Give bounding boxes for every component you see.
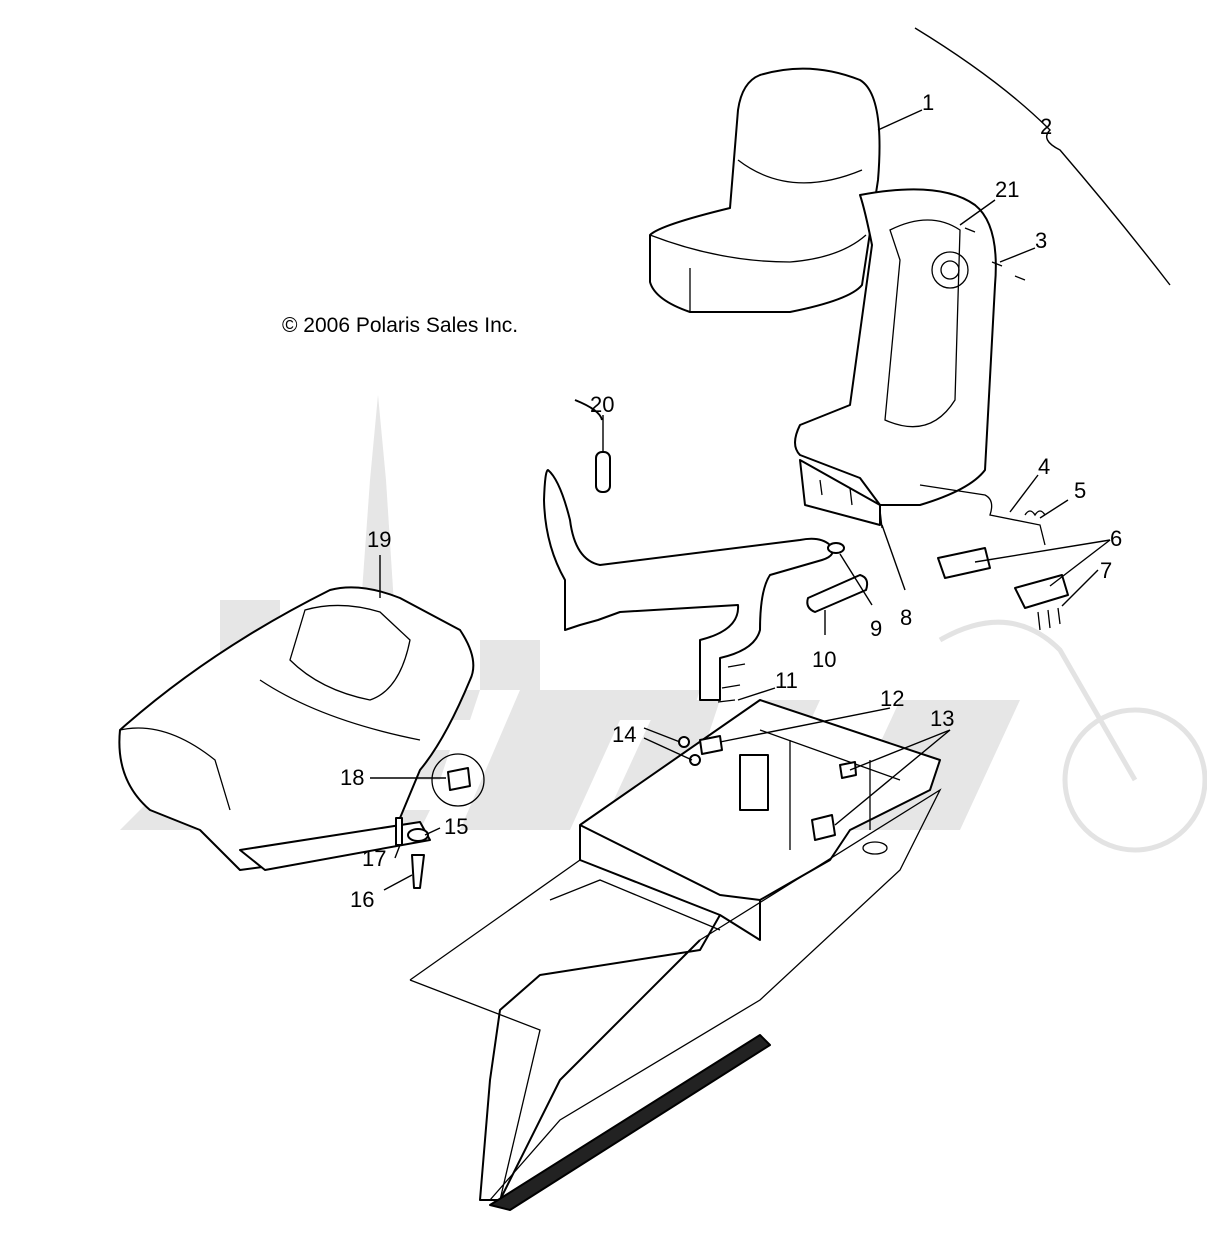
part-21-seat-base xyxy=(794,188,997,526)
callout-16: 16 xyxy=(350,887,374,912)
callout-13: 13 xyxy=(930,706,954,731)
part-4-rod xyxy=(919,484,1046,546)
callout-15: 15 xyxy=(444,814,468,839)
callout-7: 7 xyxy=(1100,558,1112,583)
part-9-plug xyxy=(827,542,845,554)
part-19-rear-seat xyxy=(118,586,475,871)
callout-19: 19 xyxy=(367,527,391,552)
part-5-spring xyxy=(1024,510,1046,517)
callout-11: 11 xyxy=(775,668,798,693)
callout-3: 3 xyxy=(1035,228,1047,253)
part-10-tube xyxy=(806,574,869,613)
callout-14: 14 xyxy=(612,722,636,747)
part-11-bolts xyxy=(717,663,746,703)
part-18-latch xyxy=(431,753,485,807)
part-16-bolt xyxy=(411,854,425,889)
callout-labels: 1 2 3 4 5 6 7 8 9 10 11 12 13 14 15 16 1… xyxy=(340,90,1122,912)
callout-17: 17 xyxy=(362,846,386,871)
part-15-washer xyxy=(407,828,429,842)
callout-1: 1 xyxy=(922,90,934,115)
part-17-pin xyxy=(395,817,403,846)
callout-5: 5 xyxy=(1074,478,1086,503)
part-20-grab-bar xyxy=(543,399,834,701)
callout-20: 20 xyxy=(590,392,614,417)
part-2-brace xyxy=(914,27,1171,286)
part-13-latch xyxy=(811,761,857,841)
callout-4: 4 xyxy=(1038,454,1050,479)
part-1-seat-cushion xyxy=(649,67,881,313)
part-12-hinge xyxy=(699,735,723,755)
callout-9: 9 xyxy=(870,616,882,641)
part-3-screws xyxy=(964,227,1026,281)
leader-lines xyxy=(370,109,1111,891)
callout-18: 18 xyxy=(340,765,364,790)
part-6-brackets xyxy=(937,547,1069,609)
part-8-screws xyxy=(819,479,883,529)
callout-8: 8 xyxy=(900,605,912,630)
callout-2: 2 xyxy=(1040,114,1052,139)
callout-6: 6 xyxy=(1110,526,1122,551)
callout-12: 12 xyxy=(880,686,904,711)
copyright-text: © 2006 Polaris Sales Inc. xyxy=(282,314,518,337)
callout-10: 10 xyxy=(812,647,836,672)
part-7-screws xyxy=(1037,607,1061,631)
callout-21: 21 xyxy=(995,177,1019,202)
